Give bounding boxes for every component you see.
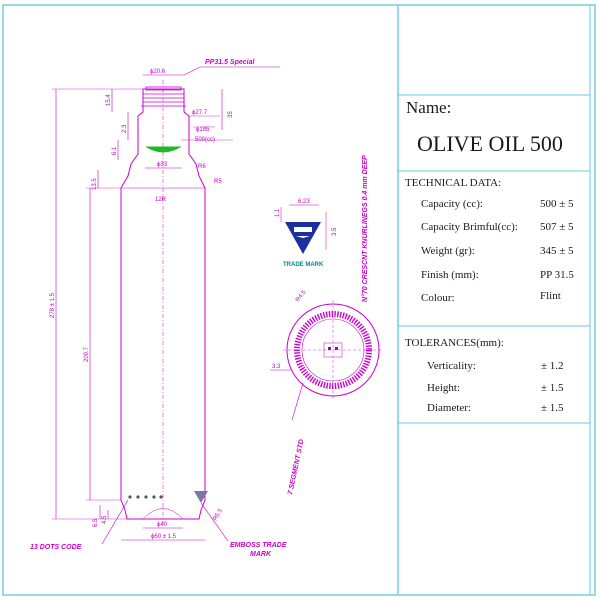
base-punt (142, 508, 184, 520)
dim-logo-h1: 1.1 (275, 208, 281, 217)
finish-leader (183, 66, 201, 76)
base-code-dot (335, 347, 338, 350)
dim-base-h1: 6.5 (93, 518, 99, 527)
spec-label-finish: Finish (mm): (421, 269, 479, 281)
dots-leader (101, 499, 129, 545)
neck-threads (141, 93, 186, 107)
tol-label-verticality: Verticality: (427, 360, 476, 372)
tol-value-diameter: ± 1.5 (541, 402, 564, 414)
dim-shoulder-r2: R5 (214, 179, 222, 185)
spec-label-weight: Weight (gr): (421, 245, 475, 257)
spec-value-finish: PP 31.5 (540, 269, 574, 281)
spec-value-weight: 345 ± 5 (540, 245, 574, 257)
segment-note: 7 SEGMENT STD (287, 439, 306, 496)
dim-body-height: 209.7 (84, 346, 90, 362)
name-label: Name: (406, 98, 452, 117)
emboss-note-line2: MARK (250, 551, 272, 558)
emboss-leader (200, 502, 229, 542)
trade-mark-label: TRADE MARK (283, 262, 324, 268)
code-dot (136, 495, 140, 499)
dim-logo-width: 6.23 (298, 199, 310, 205)
dim-shoulder-height: 13.5 (92, 178, 98, 190)
tol-value-verticality: ± 1.2 (541, 360, 564, 372)
dim-neck-h2: 2.3 (122, 124, 128, 133)
dim-base-radius: R5.5 (213, 507, 225, 522)
tol-value-height: ± 1.5 (541, 382, 564, 394)
trade-mark-logo (285, 222, 321, 254)
dim-neck-h3: 6.1 (112, 146, 118, 155)
spec-value-brimful: 507 ± 5 (540, 221, 574, 233)
dim-body-radius: 12R (155, 197, 167, 203)
spec-label-colour: Colour: (421, 292, 455, 304)
dim-fill-diameter: ϕ185 (196, 127, 210, 133)
tolerances-heading: TOLERANCES(mm): (405, 337, 504, 349)
dim-base-h2: 4.5 (102, 515, 108, 524)
spec-label-capacity: Capacity (cc): (421, 198, 483, 210)
tol-label-height: Height: (427, 382, 460, 394)
tol-label-diameter: Diameter: (427, 402, 471, 414)
knurling-note: N°70 CRESCNT KNURLINEGS 0.4 mm DEEP (361, 155, 369, 302)
fill-level-mark (146, 147, 181, 153)
dim-shoulder-r1: R6 (198, 164, 206, 170)
product-name: OLIVE OIL 500 (417, 131, 563, 156)
spec-value-colour: Flint (540, 290, 561, 302)
dim-logo-h2: 3.5 (332, 227, 338, 236)
code-dot (159, 495, 163, 499)
dim-base-outer-diameter: ϕ60 ± 1.5 (151, 534, 177, 540)
code-dot (128, 495, 132, 499)
dim-neck-h1: 15.4 (106, 94, 112, 106)
dim-neck-diameter: ϕ20.6 (150, 69, 166, 75)
dim-total-height: 278 ± 1.5 (50, 292, 56, 318)
finish-callout: PP31.5 Special (205, 59, 255, 66)
dim-ring-offset: 3.3 (272, 364, 281, 370)
emboss-note-line1: EMBOSS TRADE (230, 542, 287, 549)
dim-base-inner-diameter: ϕ40 (157, 522, 168, 528)
sheet-frame (2, 4, 596, 596)
dim-bead-diameter: ϕ27.7 (192, 110, 208, 116)
dim-shoulder-diameter: ϕ33 (157, 162, 168, 168)
base-code-block (323, 342, 343, 358)
dim-ring-radius: R4.5 (295, 289, 308, 303)
dim-fill-level: 500(cc) (195, 137, 215, 143)
neck-finish-top (145, 86, 182, 91)
code-dot (144, 495, 148, 499)
dim-bead-height: 35 (228, 111, 234, 118)
code-dot (152, 495, 156, 499)
spec-label-brimful: Capacity Brimful(cc): (421, 221, 518, 233)
bottle-outline (120, 88, 206, 520)
base-code-dot (328, 347, 331, 350)
segment-leader (291, 382, 304, 421)
base-trademark-mark (194, 491, 208, 503)
spec-value-capacity: 500 ± 5 (540, 198, 574, 210)
technical-data-heading: TECHNICAL DATA: (405, 177, 502, 189)
dots-code-note: 13 DOTS CODE (30, 544, 82, 551)
